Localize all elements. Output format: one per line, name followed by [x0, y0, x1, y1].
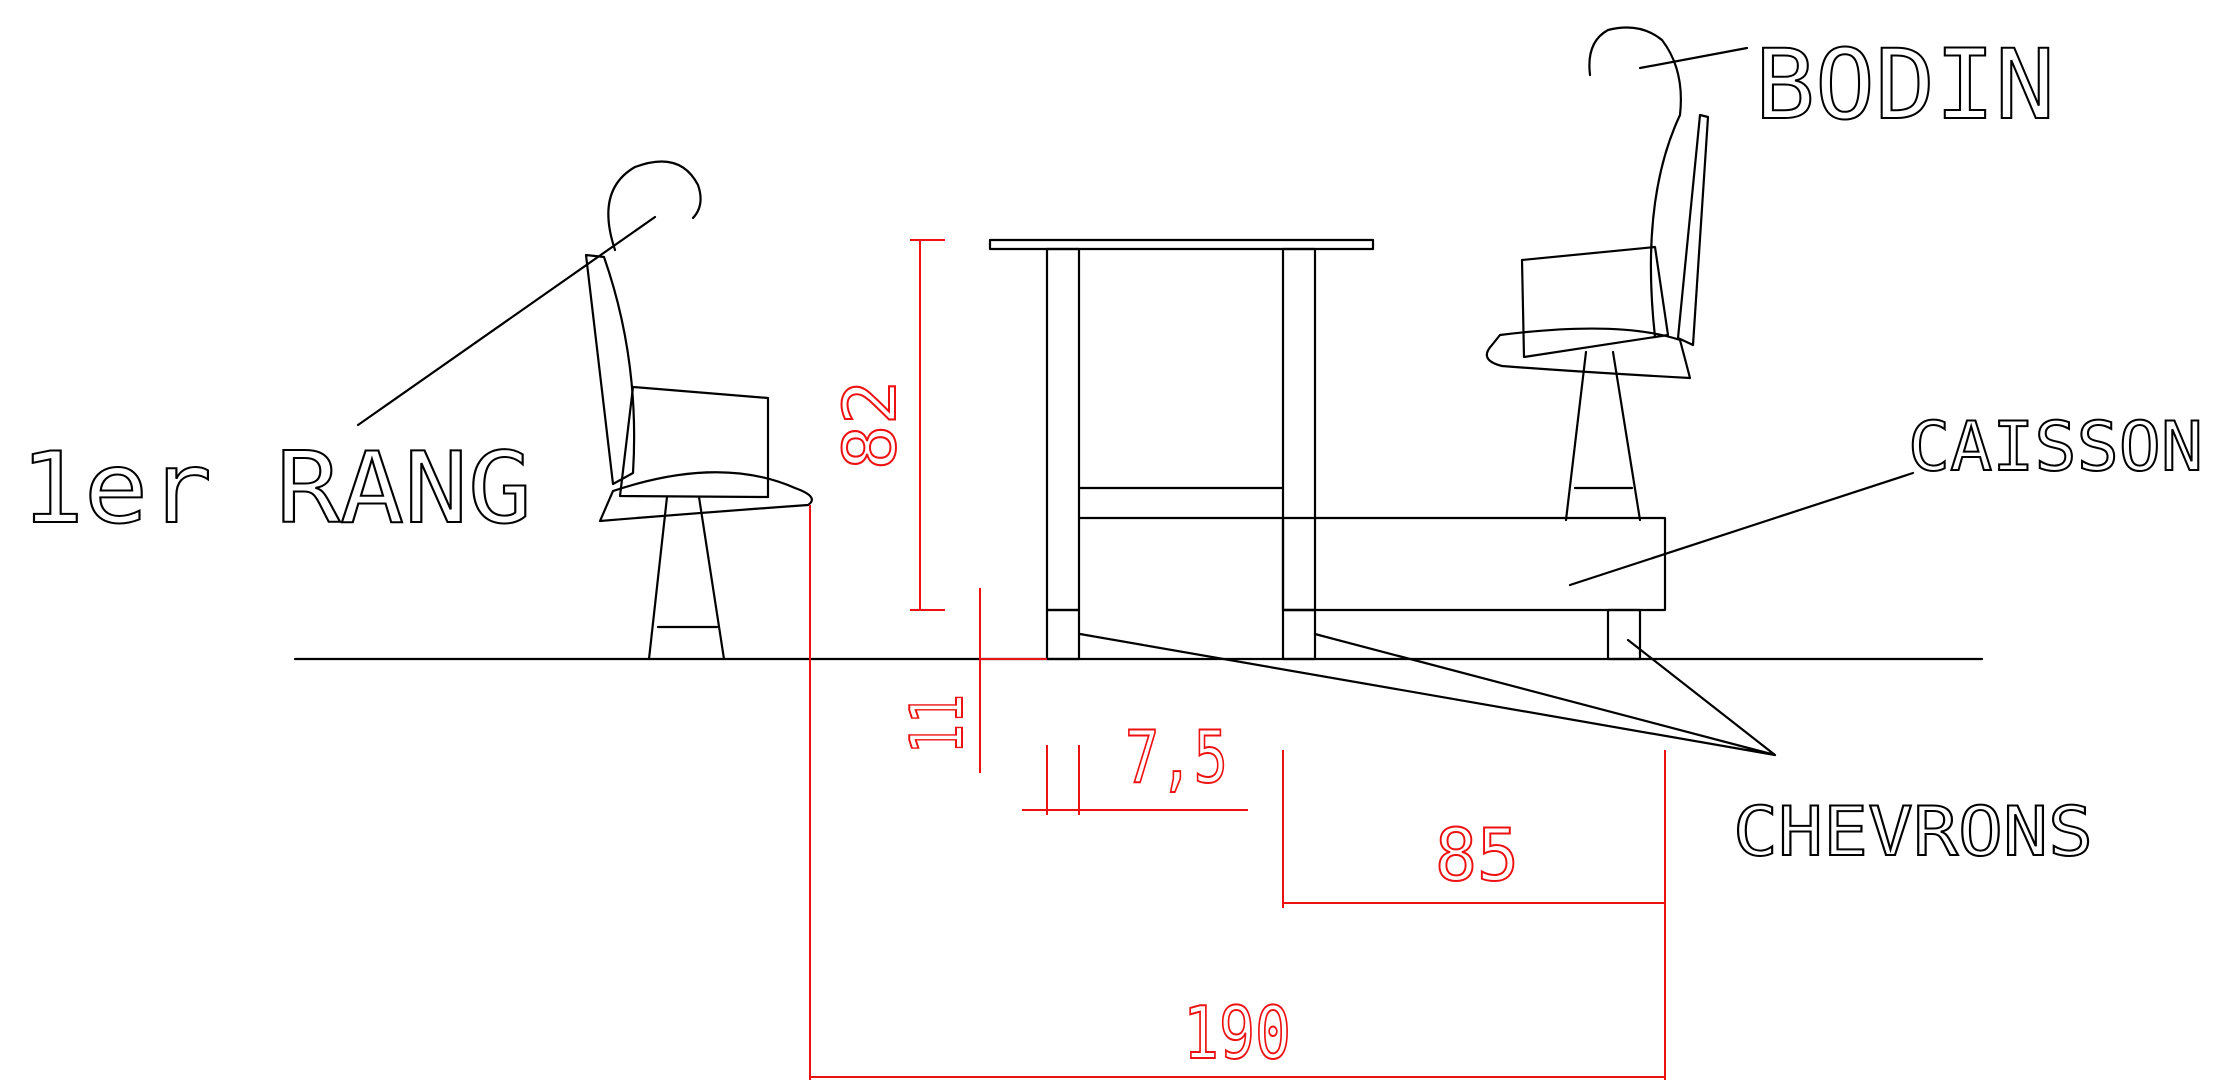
label-bodin: BODIN: [1755, 29, 2055, 141]
front-row-seat: [584, 160, 813, 661]
dimension-chevron-width: [1022, 745, 1248, 815]
dim-text-chevron-width: 7,5: [1125, 715, 1228, 799]
leader-caisson: [1568, 471, 1915, 587]
label-chevrons: CHEVRONS: [1733, 793, 2093, 872]
leader-bodin: [1638, 46, 1749, 70]
leader-chevrons: [1078, 632, 1777, 757]
dim-text-chevron-height: 11: [895, 694, 979, 754]
table: [988, 238, 1375, 612]
rear-row-seat: [1485, 26, 1710, 522]
dim-text-total-span: 190: [1183, 991, 1291, 1075]
caisson-box: [1281, 516, 1667, 612]
label-first-row: 1er RANG: [20, 432, 532, 546]
label-caisson: CAISSON: [1908, 408, 2203, 487]
leader-first-row: [356, 215, 657, 427]
dim-text-table-height: 82: [828, 380, 912, 470]
dimension-caisson-span: [1282, 750, 1666, 1080]
dimension-chevron-height: [979, 588, 1047, 773]
dimension-table-height: [910, 239, 945, 611]
chevron-blocks: [1045, 608, 1642, 661]
dim-text-caisson-span: 85: [1435, 813, 1519, 897]
dimension-total-span: [809, 505, 1665, 1080]
